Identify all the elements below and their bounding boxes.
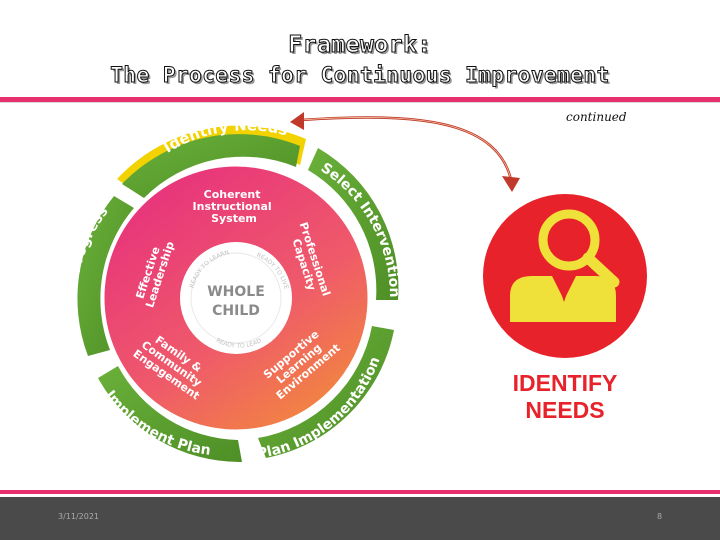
title-divider-shadow (0, 102, 720, 103)
cycle-ring (74, 125, 399, 463)
identify-needs-label: IDENTIFY NEEDS (470, 370, 660, 424)
footer-divider (0, 490, 720, 494)
footer-date: 3/11/2021 (58, 512, 100, 521)
footer-page-number: 8 (657, 512, 663, 521)
identify-needs-line-1: IDENTIFY (512, 370, 618, 396)
identify-needs-line-2: NEEDS (525, 397, 605, 423)
whole-child-center (180, 242, 292, 354)
title-line-2: The Process for Continuous Improvement (110, 63, 610, 88)
magnifier-person-icon (483, 194, 647, 358)
title-divider (0, 97, 720, 102)
continued-note: continued (566, 110, 627, 124)
center-line-child: CHILD (212, 303, 260, 319)
pointer-arrow (290, 112, 520, 192)
slide-title: Framework: The Process for Continuous Im… (0, 30, 720, 90)
title-line-1: Framework: (288, 32, 432, 59)
footer-bar (0, 497, 720, 540)
pillar-coherent-instructional-system: Coherent Instructional System (193, 188, 276, 225)
center-line-whole: WHOLE (207, 284, 265, 300)
